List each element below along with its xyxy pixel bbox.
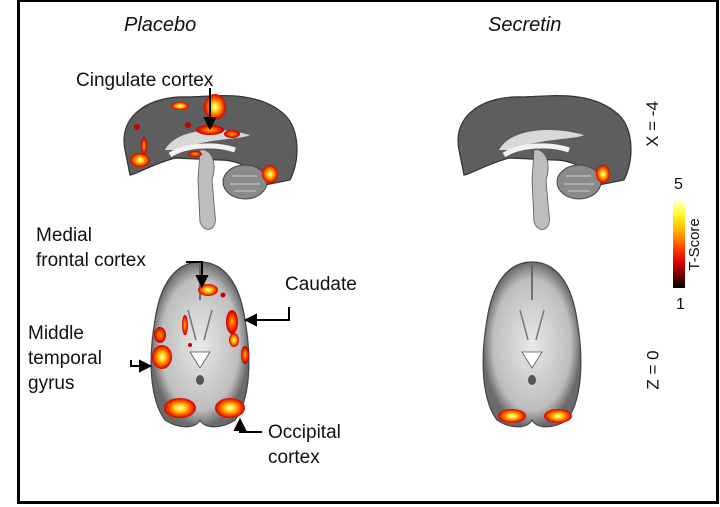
label-occipital-1: Occipital <box>268 422 341 443</box>
label-medial-frontal-1: Medial <box>36 225 92 246</box>
label-middle-temporal-2: temporal <box>28 348 102 369</box>
secretin-axial-brain <box>482 261 582 428</box>
label-medial-frontal-2: frontal cortex <box>36 250 146 271</box>
colorbar-max: 5 <box>674 176 683 193</box>
label-middle-temporal-3: gyrus <box>28 373 75 394</box>
secretin-sagittal-brain <box>457 95 632 230</box>
label-occipital-2: cortex <box>268 447 320 468</box>
placebo-sagittal-brain <box>123 94 298 230</box>
slice-label-axial: Z = 0 <box>643 350 663 390</box>
slice-label-sagittal: X = -4 <box>642 101 662 147</box>
label-middle-temporal-1: Middle <box>28 323 84 344</box>
label-caudate: Caudate <box>285 274 357 295</box>
column-title-secretin: Secretin <box>488 14 562 36</box>
label-cingulate-cortex: Cingulate cortex <box>76 70 214 91</box>
column-title-placebo: Placebo <box>124 14 197 36</box>
annotation-arrows <box>130 88 290 433</box>
colorbar-min: 1 <box>676 296 685 313</box>
placebo-axial-brain <box>150 261 250 428</box>
figure-frame <box>17 0 719 504</box>
colorbar-label: T-Score <box>685 218 703 271</box>
colorbar <box>673 200 685 288</box>
